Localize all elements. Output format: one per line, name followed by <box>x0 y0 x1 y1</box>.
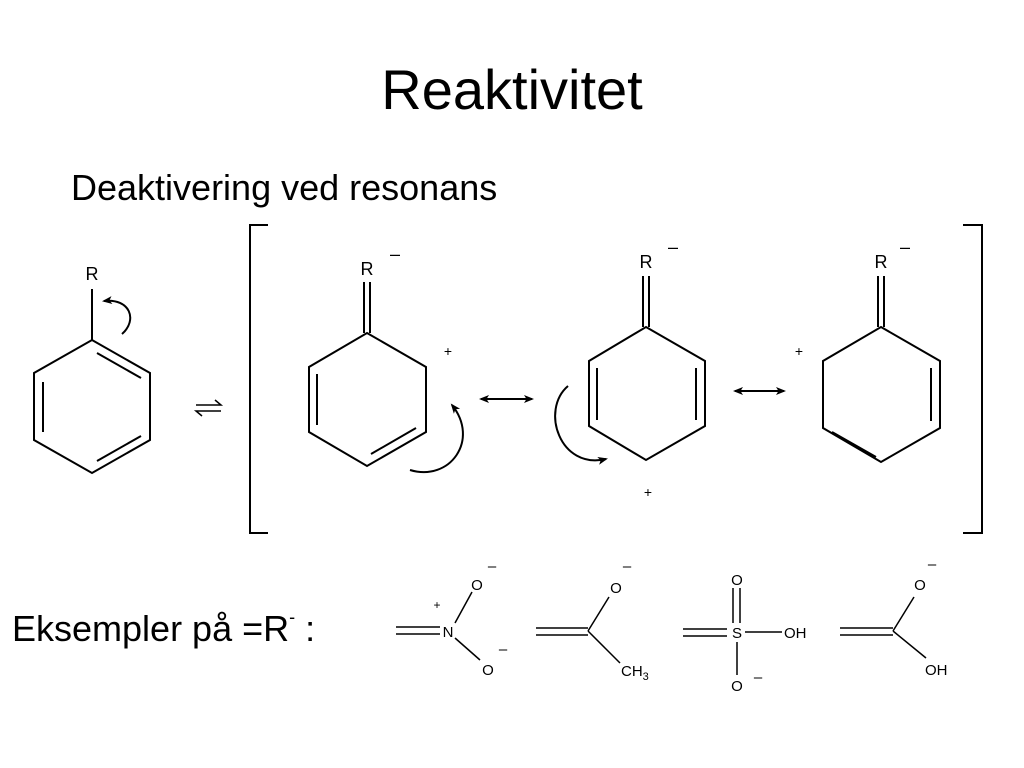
atom-label: O <box>610 580 622 597</box>
substituent-label: R <box>875 252 888 272</box>
example-acetyl: O CH3 – <box>536 558 649 683</box>
negative-charge: – <box>900 237 910 257</box>
electron-arrow <box>409 403 464 473</box>
negative-charge: – <box>390 244 400 264</box>
atom-label: O <box>471 577 483 594</box>
substituent-label: R <box>361 259 374 279</box>
atom-label: N <box>443 624 454 641</box>
resonance-structure-3 <box>822 276 941 464</box>
example-sulfonic-acid: S O OH O – <box>683 572 807 695</box>
atom-label: OH <box>784 625 807 642</box>
equilibrium-arrow <box>193 399 224 417</box>
atom-label: O <box>482 662 494 679</box>
double-bond <box>96 435 142 462</box>
examples-label: Eksempler på =R- : <box>12 608 315 647</box>
atom-label: S <box>732 625 742 642</box>
negative-charge: – <box>488 558 497 575</box>
substituent-label: R <box>86 264 99 284</box>
benzene-structure <box>33 289 151 475</box>
electron-arrow <box>102 296 132 335</box>
examples-label-prefix: Eksempler på =R <box>12 608 290 649</box>
atom-label: OH <box>925 662 948 679</box>
examples-label-charge: - <box>289 607 296 627</box>
resonance-structure-1 <box>308 282 464 473</box>
negative-charge: – <box>928 556 937 573</box>
ring <box>588 325 706 462</box>
double-bond <box>96 352 142 379</box>
atom-label: O <box>914 577 926 594</box>
slide-subtitle: Deaktivering ved resonans <box>71 167 498 208</box>
methyl-label: CH3 <box>621 663 649 683</box>
atom-label: O <box>731 572 743 589</box>
benzene-ring <box>33 338 151 475</box>
negative-charge: – <box>754 669 763 686</box>
negative-charge: – <box>499 641 508 658</box>
ring <box>822 325 941 464</box>
resonance-structure-2 <box>554 276 706 465</box>
right-bracket <box>963 224 983 534</box>
positive-charge: + <box>444 343 452 359</box>
examples-label-suffix: : <box>295 608 316 649</box>
example-carboxylic-acid: O OH – <box>840 556 948 679</box>
slide-title: Reaktivitet <box>381 58 643 121</box>
positive-charge: + <box>644 484 652 500</box>
positive-charge: + <box>795 343 803 359</box>
atom-label: O <box>731 678 743 695</box>
negative-charge: – <box>623 558 632 575</box>
example-nitro: N O O + – – <box>396 558 508 679</box>
double-bond <box>370 427 417 455</box>
negative-charge: – <box>668 237 678 257</box>
substituent-label: R <box>640 252 653 272</box>
ring <box>308 331 427 468</box>
left-bracket <box>249 224 268 534</box>
electron-arrow <box>554 385 608 465</box>
double-bond <box>831 431 877 458</box>
positive-charge: + <box>433 598 440 612</box>
